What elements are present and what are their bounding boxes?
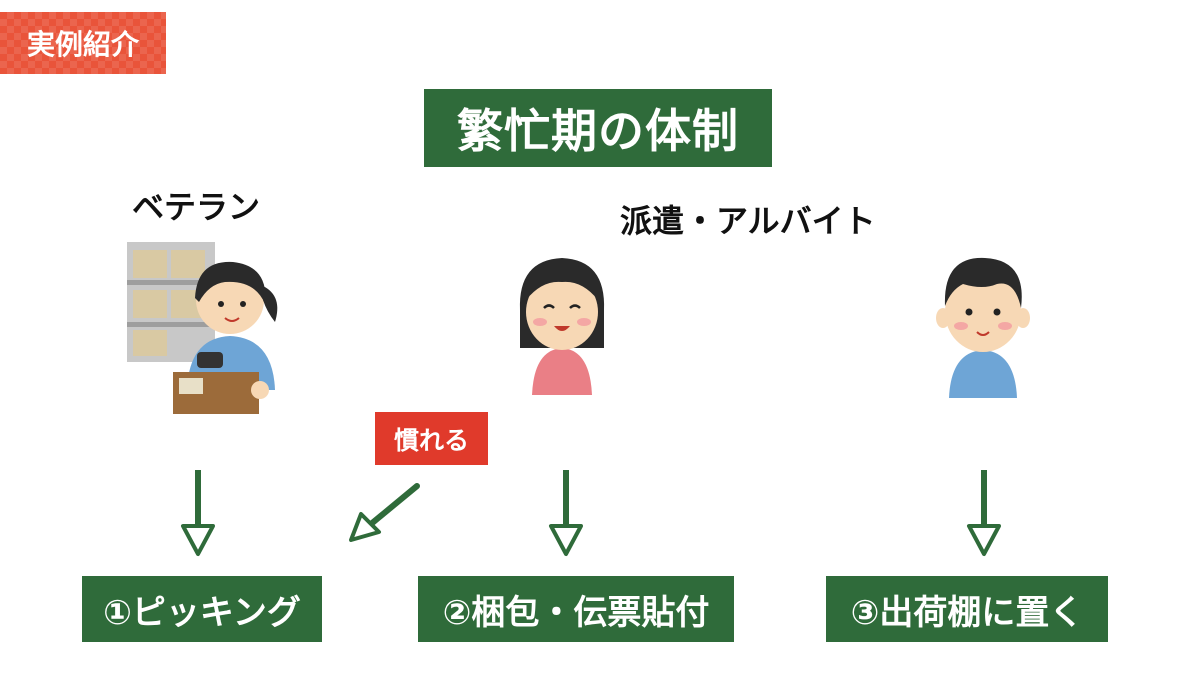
step-packing: ②梱包・伝票貼付 xyxy=(418,576,734,642)
temp-man-illustration xyxy=(936,257,1030,398)
temp-workers-label: 派遣・アルバイト xyxy=(620,202,876,240)
down-arrow-icon xyxy=(967,470,1001,556)
down-arrow-icon xyxy=(549,470,583,556)
page-title: 繁忙期の体制 xyxy=(424,89,772,167)
diagonal-arrow-icon xyxy=(349,483,420,542)
adapt-badge: 慣れる xyxy=(375,412,488,465)
down-arrow-icon xyxy=(181,470,215,556)
step-shipping-shelf: ③出荷棚に置く xyxy=(826,576,1108,642)
temp-woman-illustration xyxy=(519,258,605,395)
section-tag: 実例紹介 xyxy=(0,12,166,74)
step-picking: ①ピッキング xyxy=(82,576,322,642)
veteran-worker-illustration xyxy=(127,242,278,414)
veteran-label: ベテラン xyxy=(132,188,261,226)
